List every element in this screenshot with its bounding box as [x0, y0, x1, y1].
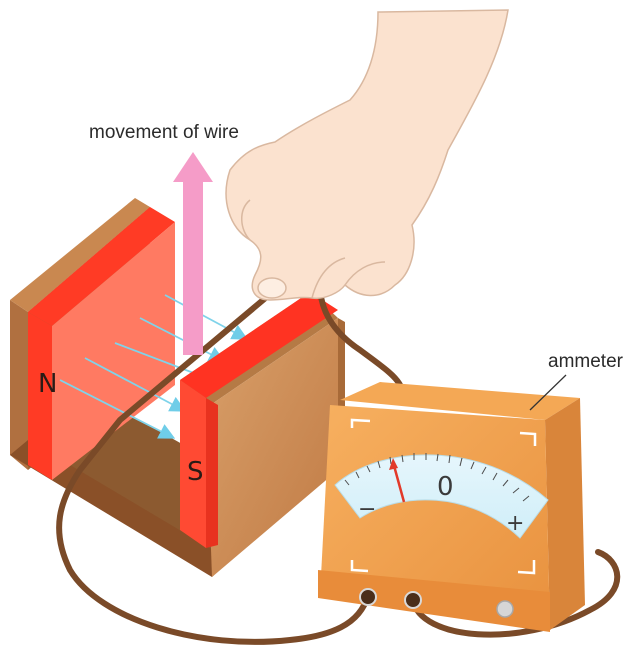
terminal-left	[360, 589, 376, 605]
dial-plus: +	[506, 511, 524, 536]
movement-label: movement of wire	[89, 122, 239, 143]
ammeter: 0 − +	[318, 382, 585, 632]
ammeter-label: ammeter	[548, 351, 624, 372]
north-label: N	[38, 369, 57, 399]
dial-minus: −	[358, 497, 376, 522]
dial-zero: 0	[437, 472, 454, 502]
hand-icon	[226, 10, 508, 300]
terminal-right	[405, 592, 421, 608]
knob	[497, 601, 513, 617]
south-label: S	[187, 457, 204, 487]
up-arrow-icon	[173, 152, 213, 355]
